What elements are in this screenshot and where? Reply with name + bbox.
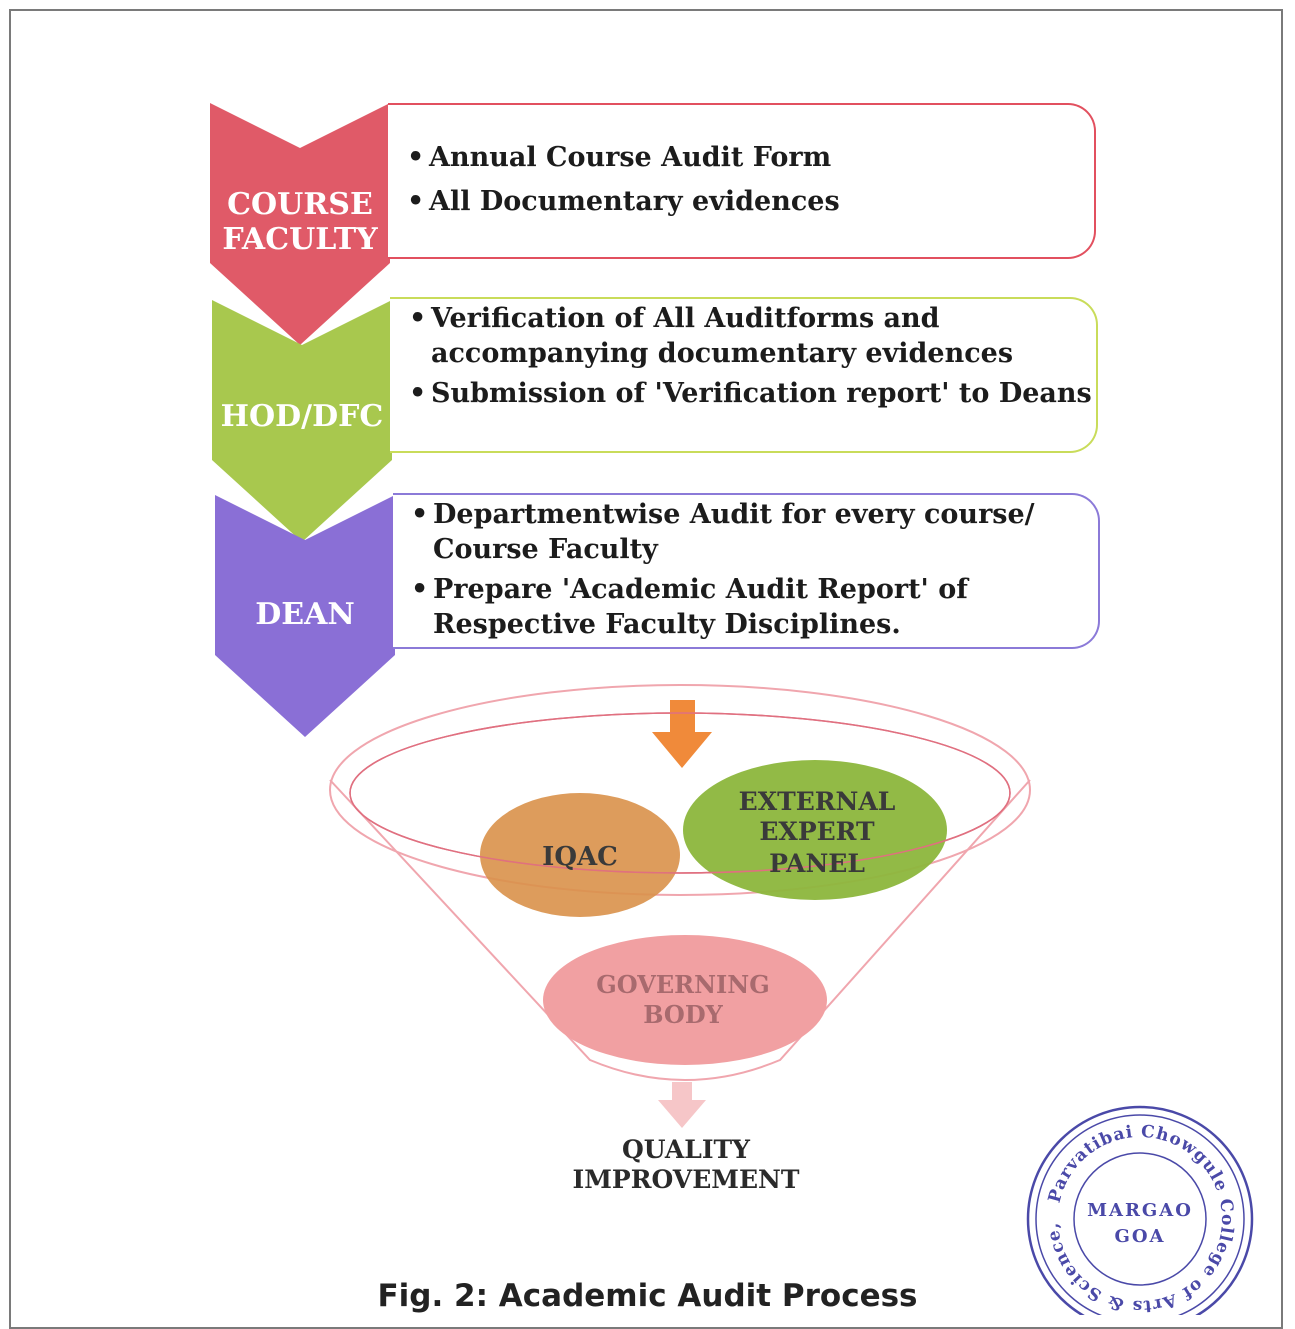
hod-dfc-chevron (212, 300, 392, 542)
bullet-item: Prepare 'Academic Audit Report' of Respe… (409, 572, 1099, 642)
college-seal: Parvatibai Chowgule College of Arts & Sc… (1018, 1104, 1254, 1315)
iqac-ellipse (480, 793, 680, 917)
seal-center-line1: MARGAO (1087, 1200, 1193, 1221)
dean-bullets: Departmentwise Audit for every course/ C… (409, 497, 1099, 642)
dean-chevron (215, 495, 395, 737)
output-label-line1: QUALITY (622, 1135, 751, 1164)
governing-body-ellipse (543, 935, 827, 1065)
course-faculty-label: COURSE FACULTY (222, 187, 378, 257)
funnel-rim-outer (329, 684, 1031, 896)
governing-label-line2: BODY (643, 1000, 723, 1029)
output-label-line2: IMPROVEMENT (573, 1165, 800, 1194)
bullet-item: Submission of 'Verification report' to D… (407, 376, 1097, 411)
seal-center-line2: GOA (1114, 1226, 1165, 1247)
external-label-line1: EXTERNAL (739, 787, 896, 816)
hod-dfc-bullets: Verification of All Auditforms and accom… (407, 301, 1097, 411)
external-label-line2: EXPERT (759, 817, 875, 846)
course-faculty-box (388, 103, 1096, 259)
governing-label-line1: GOVERNING (596, 970, 769, 999)
bullet-item: All Documentary evidences (405, 184, 1085, 220)
external-expert-ellipse (683, 760, 947, 900)
down-arrow-icon (658, 1082, 706, 1128)
bullet-item: Departmentwise Audit for every course/ C… (409, 497, 1099, 567)
course-faculty-chevron (210, 103, 390, 345)
bullet-item: Annual Course Audit Form (405, 140, 1085, 176)
figure-caption: Fig. 2: Academic Audit Process (377, 1278, 918, 1314)
funnel-diagram: IQAC EXTERNAL EXPERT PANEL GOVERNING BOD… (329, 684, 1031, 1194)
down-arrow-icon (652, 700, 712, 768)
course-faculty-bullets: Annual Course Audit Form All Documentary… (405, 140, 1085, 220)
hod-dfc-label: HOD/DFC (220, 399, 384, 434)
bullet-item: Verification of All Auditforms and accom… (407, 301, 1097, 371)
iqac-label: IQAC (542, 842, 618, 872)
funnel-outline (329, 779, 1031, 1081)
dean-label: DEAN (255, 597, 355, 632)
external-label-line3: PANEL (769, 849, 865, 878)
